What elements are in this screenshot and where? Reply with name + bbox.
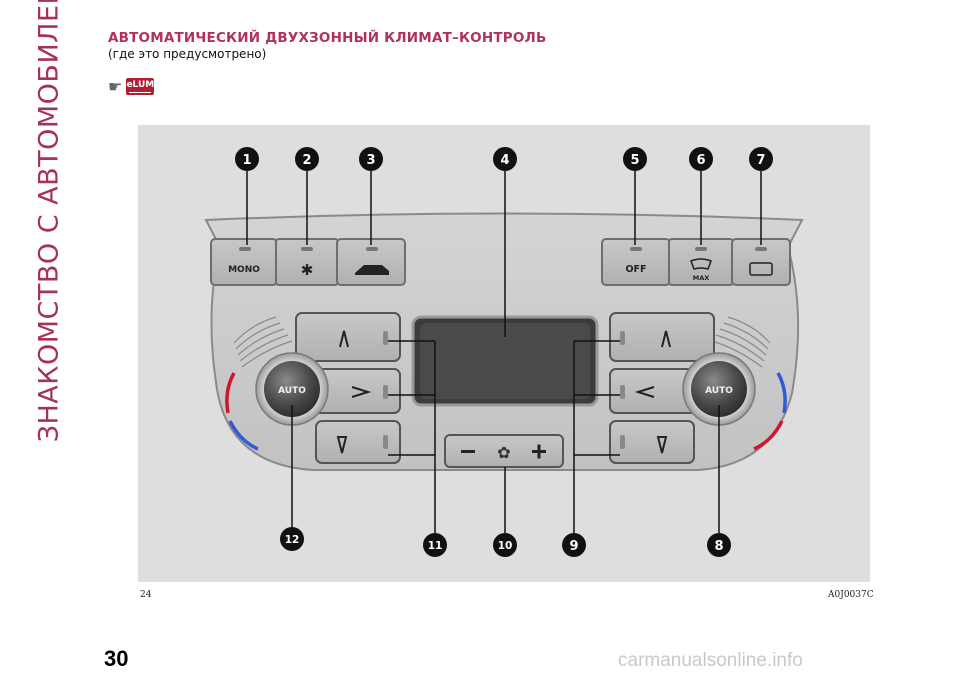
svg-text:12: 12 xyxy=(285,534,300,546)
watermark: carmanualsonline.info xyxy=(618,650,803,671)
svg-text:8: 8 xyxy=(714,539,723,554)
figure-number: 24 xyxy=(140,590,152,600)
callout-10: 10 xyxy=(493,533,517,557)
svg-text:6: 6 xyxy=(696,153,705,168)
callout-leader-lines xyxy=(246,171,762,533)
right-vent-up-button xyxy=(609,312,715,362)
climate-control-figure: MONO ✱ OFF MAX xyxy=(138,125,870,582)
svg-text:7: 7 xyxy=(756,153,765,168)
mono-label: MONO xyxy=(228,265,260,275)
callout-7: 7 xyxy=(749,147,773,171)
svg-text:1: 1 xyxy=(242,153,251,168)
off-button xyxy=(601,238,671,286)
figure-code: A0J0037C xyxy=(828,590,874,600)
section-subtitle: (где это предусмотрено) xyxy=(108,47,267,61)
left-temperature-knob: AUTO xyxy=(255,352,329,426)
mono-button xyxy=(210,238,278,286)
callout-11: 11 xyxy=(423,533,447,557)
right-grille xyxy=(711,316,771,368)
callout-9: 9 xyxy=(562,533,586,557)
pointing-hand-icon: ☛ xyxy=(108,76,123,96)
elum-badge: eLUM xyxy=(126,78,155,95)
right-auto-label: AUTO xyxy=(705,386,733,396)
svg-text:9: 9 xyxy=(569,539,578,554)
svg-text:2: 2 xyxy=(302,153,311,168)
fan-speed-bar xyxy=(444,434,564,468)
callout-3: 3 xyxy=(359,147,383,171)
recirculation-button xyxy=(336,238,406,286)
version-badge: ☛ eLUM xyxy=(108,76,155,96)
callout-4: 4 xyxy=(493,147,517,171)
svg-text:5: 5 xyxy=(630,153,639,168)
elum-badge-label: eLUM xyxy=(126,79,155,90)
right-temperature-knob: AUTO xyxy=(682,352,756,426)
svg-text:3: 3 xyxy=(366,153,375,168)
left-vent-down-button xyxy=(315,420,401,464)
callout-8: 8 xyxy=(707,533,731,557)
fan-icon: ✿ xyxy=(497,443,510,462)
rear-defrost-icon xyxy=(749,262,773,276)
left-auto-label: AUTO xyxy=(278,386,306,396)
right-vent-down-button xyxy=(609,420,695,464)
svg-text:4: 4 xyxy=(500,153,509,168)
top-button-row: MONO ✱ OFF MAX xyxy=(210,238,791,286)
callout-5: 5 xyxy=(623,147,647,171)
right-temp-arc-cold xyxy=(776,372,787,414)
svg-text:10: 10 xyxy=(498,540,513,552)
snowflake-icon: ✱ xyxy=(301,261,314,279)
right-temp-arc-hot xyxy=(753,420,784,451)
recirculation-icon xyxy=(355,265,389,275)
fan-speed-control: ✿ xyxy=(444,434,564,468)
section-title: АВТОМАТИЧЕСКИЙ ДВУХЗОННЫЙ КЛИМАТ–КОНТРОЛ… xyxy=(108,30,547,46)
svg-text:11: 11 xyxy=(428,540,443,552)
max-label: MAX xyxy=(693,274,710,282)
left-air-distribution-buttons xyxy=(295,312,401,464)
left-temp-arc-cold xyxy=(228,420,259,451)
windshield-defrost-icon xyxy=(690,258,712,270)
chapter-side-title-text: ЗНАКОМСТВО С АВТОМОБИЛЕМ xyxy=(33,0,65,442)
rear-defrost-button xyxy=(731,238,791,286)
callout-markers: 1 2 3 4 5 6 7 8 9 10 11 12 xyxy=(235,147,773,557)
callout-2: 2 xyxy=(295,147,319,171)
chapter-side-title: ЗНАКОМСТВО С АВТОМОБИЛЕМ xyxy=(14,0,84,442)
left-temp-arc-hot xyxy=(225,372,236,414)
callout-6: 6 xyxy=(689,147,713,171)
callout-12: 12 xyxy=(280,527,304,551)
page-number: 30 xyxy=(104,646,129,671)
off-label: OFF xyxy=(625,264,646,275)
callout-1: 1 xyxy=(235,147,259,171)
climate-panel-illustration: MONO ✱ OFF MAX xyxy=(204,147,804,557)
left-grille xyxy=(233,316,293,368)
left-vent-up-button xyxy=(295,312,401,362)
